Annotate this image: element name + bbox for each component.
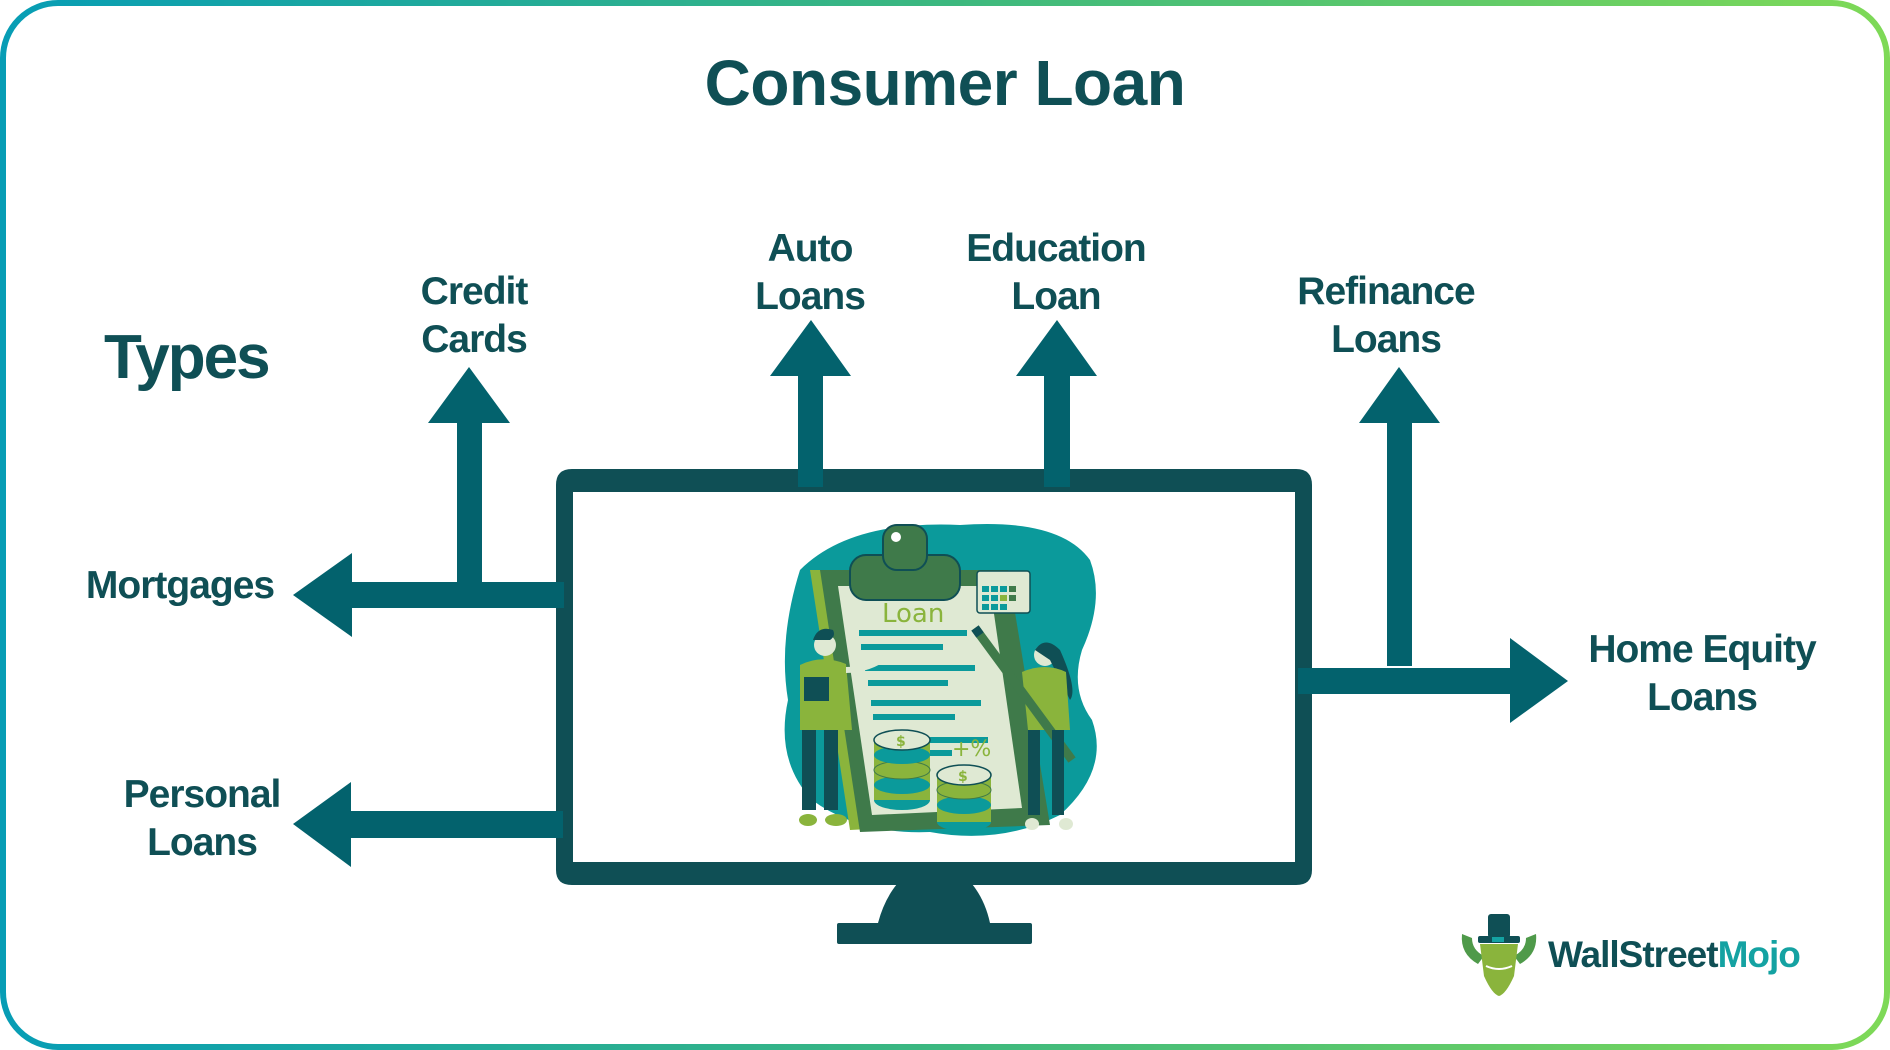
- label-home-equity-loans: Home Equity Loans: [1566, 626, 1838, 722]
- coin-stack-right-icon: $: [936, 764, 992, 831]
- label-line: Personal: [123, 773, 282, 816]
- label-line: Education: [966, 227, 1147, 270]
- arrow-auto-loans: [770, 320, 851, 487]
- logo-text: WallStreetMojo: [1548, 934, 1801, 976]
- label-line: Auto: [767, 227, 854, 270]
- page-title: Consumer Loan: [704, 47, 1186, 119]
- label-line: Loans: [147, 821, 258, 864]
- monitor-stand: [837, 884, 1032, 944]
- woman-figure-icon: [971, 625, 1076, 830]
- svg-text:Loan: Loan: [882, 599, 944, 629]
- label-auto-loans: Auto Loans: [735, 225, 885, 321]
- logo-text-accent: Mojo: [1717, 934, 1801, 975]
- label-line: Home Equity: [1588, 628, 1816, 671]
- label-line: Loans: [755, 275, 866, 318]
- label-line: Mortgages: [85, 564, 275, 607]
- types-heading: Types: [104, 323, 271, 392]
- label-line: Refinance: [1297, 270, 1475, 313]
- svg-text:$: $: [958, 769, 968, 785]
- wallstreetmojo-logo[interactable]: WallStreetMojo: [1458, 914, 1801, 996]
- bull-logo-icon: [1461, 914, 1537, 996]
- arrow-home-equity-loans: [1298, 638, 1568, 723]
- label-line: Loans: [1647, 676, 1758, 719]
- arrow-personal-loans: [293, 782, 563, 867]
- label-line: Cards: [421, 318, 528, 361]
- label-education-loan: Education Loan: [945, 225, 1167, 321]
- label-line: Credit: [420, 270, 529, 313]
- arrow-credit-cards: [428, 367, 510, 589]
- label-credit-cards: Credit Cards: [400, 268, 548, 364]
- label-refinance-loans: Refinance Loans: [1276, 268, 1496, 364]
- label-personal-loans: Personal Loans: [102, 771, 302, 867]
- loan-illustration: Loan +% $: [784, 524, 1097, 836]
- label-mortgages: Mortgages: [70, 562, 290, 610]
- arrow-education-loan: [1016, 320, 1097, 487]
- label-line: Loans: [1331, 318, 1442, 361]
- arrow-refinance-loans: [1359, 367, 1440, 666]
- svg-text:$: $: [896, 734, 906, 750]
- man-figure-icon: [799, 628, 892, 826]
- arrow-mortgages: [293, 553, 564, 637]
- svg-text:+%: +%: [952, 737, 991, 762]
- coin-stack-left-icon: $: [873, 729, 931, 810]
- logo-text-primary: WallStreet: [1548, 934, 1719, 975]
- label-line: Loan: [1011, 275, 1101, 318]
